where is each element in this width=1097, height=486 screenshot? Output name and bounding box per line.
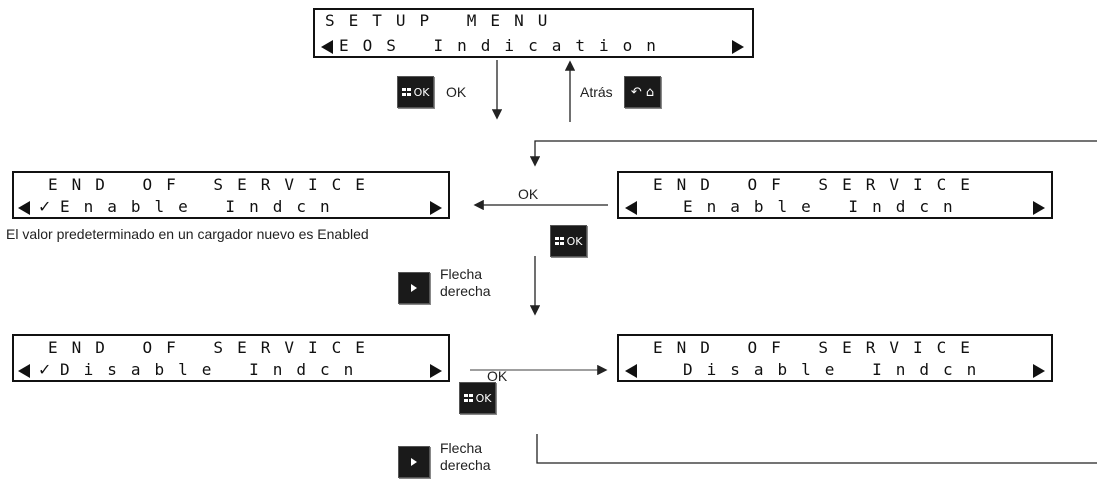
right-arrow-icon [732, 40, 744, 54]
setup-menu-title: SETUP MENU [325, 11, 562, 30]
check-icon: ✓ [38, 197, 52, 216]
back-home-button[interactable]: ↶ ⌂ [624, 76, 661, 108]
left-arrow-icon [625, 364, 637, 378]
back-home-icon: ↶ ⌂ [630, 84, 655, 100]
eos-title: END OF SERVICE [653, 175, 984, 194]
eos-title: END OF SERVICE [653, 338, 984, 357]
default-note: El valor predeterminado en un cargador n… [6, 226, 369, 242]
right-arrow-icon [430, 364, 442, 378]
left-arrow-icon [321, 40, 333, 54]
left-arrow-icon [625, 201, 637, 215]
eos-title: END OF SERVICE [48, 338, 379, 357]
label-back: Atrás [580, 84, 613, 100]
right-arrow-button-1[interactable] [398, 272, 430, 304]
right-arrow-icon [430, 201, 442, 215]
left-arrow-icon [18, 364, 30, 378]
ok-button-top[interactable]: OK [397, 76, 434, 108]
eos-title: END OF SERVICE [48, 175, 379, 194]
label-ok-middle: OK [518, 186, 539, 202]
enable-option: Enable Indcn [60, 197, 344, 216]
left-arrow-icon [18, 201, 30, 215]
menu-grid-icon [401, 88, 411, 96]
check-icon: ✓ [38, 360, 52, 379]
disable-option: Disable Indcn [60, 360, 368, 379]
play-icon [411, 284, 417, 292]
disable-option: Disable Indcn [683, 360, 991, 379]
menu-grid-icon [554, 237, 564, 245]
lcd-enable-checked: END OF SERVICE ✓ Enable Indcn [12, 171, 450, 219]
lcd-disable-checked: END OF SERVICE ✓ Disable Indcn [12, 334, 450, 382]
play-icon [411, 458, 417, 466]
loop-line-top [529, 140, 1097, 167]
label-right-arrow-1: Flecha derecha [440, 266, 491, 299]
right-arrow-button-2[interactable] [398, 446, 430, 478]
label-ok-bottom: OK [487, 368, 508, 384]
enable-option: Enable Indcn [683, 197, 967, 216]
right-arrow-icon [1033, 201, 1045, 215]
ok-button-bottom[interactable]: OK [459, 382, 496, 414]
lcd-disable-unchecked: END OF SERVICE Disable Indcn [617, 334, 1053, 382]
setup-menu-item: EOS Indication [339, 36, 670, 55]
lcd-enable-unchecked: END OF SERVICE Enable Indcn [617, 171, 1053, 219]
ok-button-middle[interactable]: OK [550, 225, 587, 257]
label-ok-top: OK [446, 84, 467, 100]
lcd-setup-menu: SETUP MENU EOS Indication [313, 8, 754, 58]
loop-line-bottom [536, 434, 1097, 464]
right-arrow-icon [1033, 364, 1045, 378]
menu-grid-icon [463, 394, 473, 402]
label-right-arrow-2: Flecha derecha [440, 440, 491, 473]
